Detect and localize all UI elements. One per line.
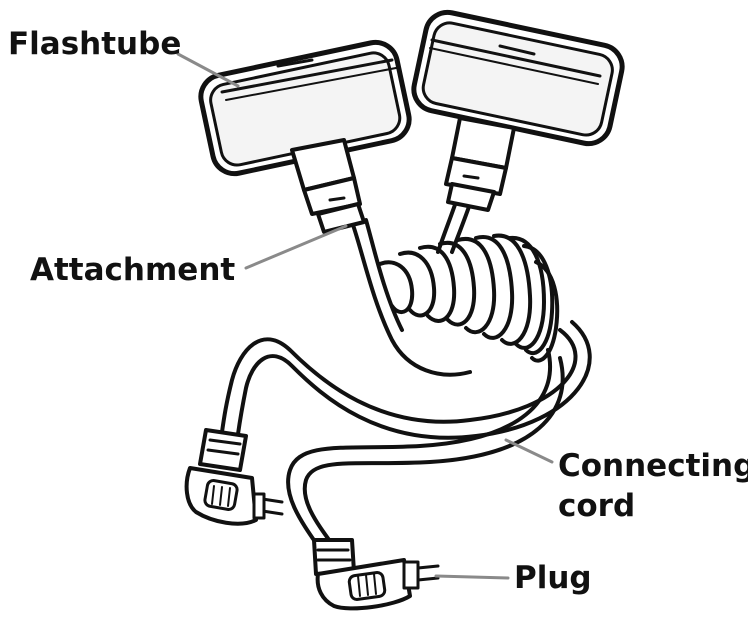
right-flash-unit xyxy=(411,9,625,212)
attachment-leader xyxy=(244,224,348,270)
flashtube-leader xyxy=(176,52,240,88)
cord-to-left-plug xyxy=(220,328,578,434)
coiled-cord xyxy=(378,233,560,363)
attachment-label: Attachment xyxy=(30,252,236,288)
flashtube-label: Flashtube xyxy=(8,26,182,62)
connecting-cord-leader xyxy=(504,438,554,464)
right-plug xyxy=(312,538,440,611)
connecting-cord-label-line1: Connecting xyxy=(558,448,748,484)
plug-leader xyxy=(434,574,510,580)
left-cord xyxy=(350,220,472,377)
left-flash-unit xyxy=(198,39,412,234)
cord-to-right-plug xyxy=(286,348,553,548)
left-plug xyxy=(184,428,284,526)
connecting-cord-label-line2: cord xyxy=(558,488,636,524)
plug-label: Plug xyxy=(514,560,592,596)
